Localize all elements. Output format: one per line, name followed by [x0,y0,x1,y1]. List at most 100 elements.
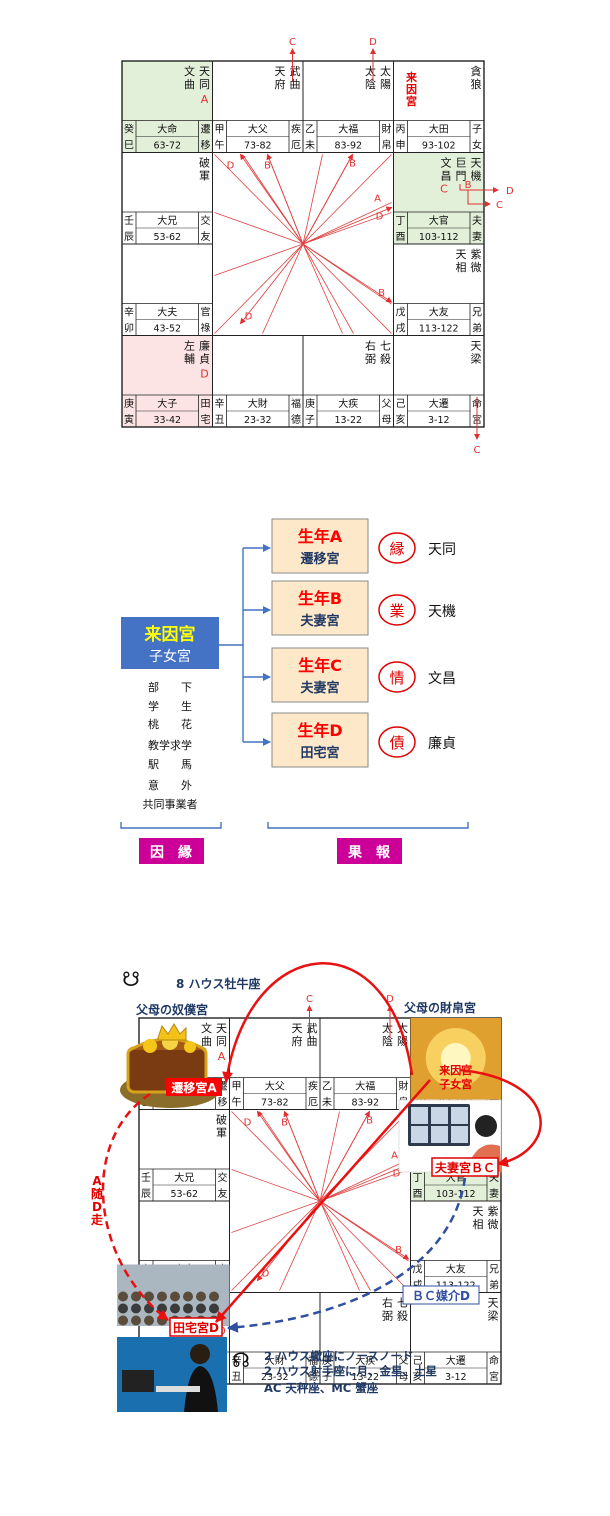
star-name: 軍 [199,170,210,183]
earthly-branch: 巳 [124,140,134,152]
arrow-label: D [262,1269,270,1280]
palace-name: 移 [201,139,211,152]
video-tile [451,1107,468,1124]
source-note: 桃 花 [148,717,192,731]
decade-palace: 大遷 [429,397,449,410]
palace-cell [393,243,485,336]
star-name: 太 [382,1022,393,1035]
star-name: 天 [292,1022,303,1035]
arrow-label: A [391,1151,398,1162]
arrow-label: D [245,312,253,323]
earthly-branch: 子 [322,1371,332,1383]
callout-side: D [92,1200,102,1214]
star-name: 同 [216,1035,227,1048]
sihua-ray [319,1159,409,1202]
effect-tag [337,838,402,864]
sihua-ray [319,1200,371,1291]
sihua-ray [279,1200,321,1291]
source-title: 来因宮 [144,624,196,645]
decade-palace: 大福 [338,123,358,136]
earthly-branch: 寅 [124,413,134,426]
top-note: 8 ハウス牡牛座 [176,976,261,991]
sihua-ray [302,154,392,245]
result-box [271,580,369,636]
heavenly-stem: 庚 [322,1354,332,1367]
arrow-label: B [366,1116,373,1127]
sihua-ray [214,154,304,245]
sihua-arrow [319,1110,370,1202]
karma-circle [378,532,416,564]
karma-circle-text: 縁 [389,540,404,558]
sihua-ray [319,1200,360,1291]
callout-side: 随 [91,1186,103,1201]
palace-cell [302,335,394,428]
earthly-branch: 酉 [396,232,406,243]
age-range: 43-52 [153,324,181,335]
heavenly-stem: 庚 [124,397,134,410]
sihua-arrow [266,153,304,245]
star-name: 弼 [382,1310,393,1323]
palace-name: 遷 [201,124,211,136]
seminar-image [117,1264,230,1326]
crown [157,1023,187,1041]
palace-name: 交 [201,214,211,227]
heavenly-stem: 己 [413,1356,423,1367]
palace-name: 疾 [308,1080,318,1093]
result-box [271,518,369,574]
heavenly-stem: 庚 [305,397,315,410]
palace-name: 疾 [291,123,301,136]
heavenly-stem: 乙 [322,1081,332,1093]
decade-palace: 大福 [355,1080,375,1093]
arrow-label: D [244,1118,252,1129]
earthly-branch: 未 [305,140,315,152]
star-name: 機 [471,169,482,183]
star-name: 殺 [397,1309,408,1323]
star-name: 曲 [290,78,301,91]
star-name: 紫 [488,1205,499,1218]
palace-name: 德 [308,1370,318,1383]
earthly-branch: 丑 [232,1372,242,1383]
audience-head [144,1315,154,1326]
result-star: 廉貞 [428,735,456,752]
cause-bracket [120,822,222,829]
gold-coin [184,1041,196,1053]
earthly-branch: 申 [396,139,406,152]
star-name: 武 [290,65,301,78]
callout-qianyi: 遷移宮A [171,1080,217,1095]
star-name: 軍 [216,1127,227,1140]
left-title: 父母の奴僕宮 [135,1002,208,1017]
decade-palace: 大父 [265,1080,285,1093]
star-name: 陽 [380,78,391,91]
north-node-icon: ☊ [232,1348,250,1372]
bottom-note: 2 ハウス射手座に月、金星、土星 [264,1364,437,1378]
arrow-label: B [281,1118,288,1129]
decade-palace: 大友 [429,306,449,319]
video-tile [431,1126,448,1143]
sihua-arrow [302,206,393,245]
age-range: 83-92 [351,1098,379,1109]
audience-head [157,1315,167,1326]
palace-name: 官 [201,306,211,319]
audience-head [170,1291,180,1302]
callout-laiyin-sub: 子女宮 [439,1077,472,1091]
star-name: 天 [471,157,482,170]
palace-name: 遷 [218,1081,228,1093]
age-range: 63-72 [153,141,181,152]
decade-palace: 大兄 [174,1171,194,1184]
star-name: 文 [441,156,452,170]
arrow-label: D [386,994,394,1005]
palace-cell [229,1017,321,1110]
earthly-branch: 辰 [141,1188,151,1200]
result-item: 生年A遷移宮縁天同 [243,518,456,574]
arrow-label: A [374,194,381,205]
sihua-ray [319,1200,409,1291]
sihua-ray [302,212,392,245]
palace-name: 兄 [472,307,482,319]
video-tile [411,1126,428,1143]
